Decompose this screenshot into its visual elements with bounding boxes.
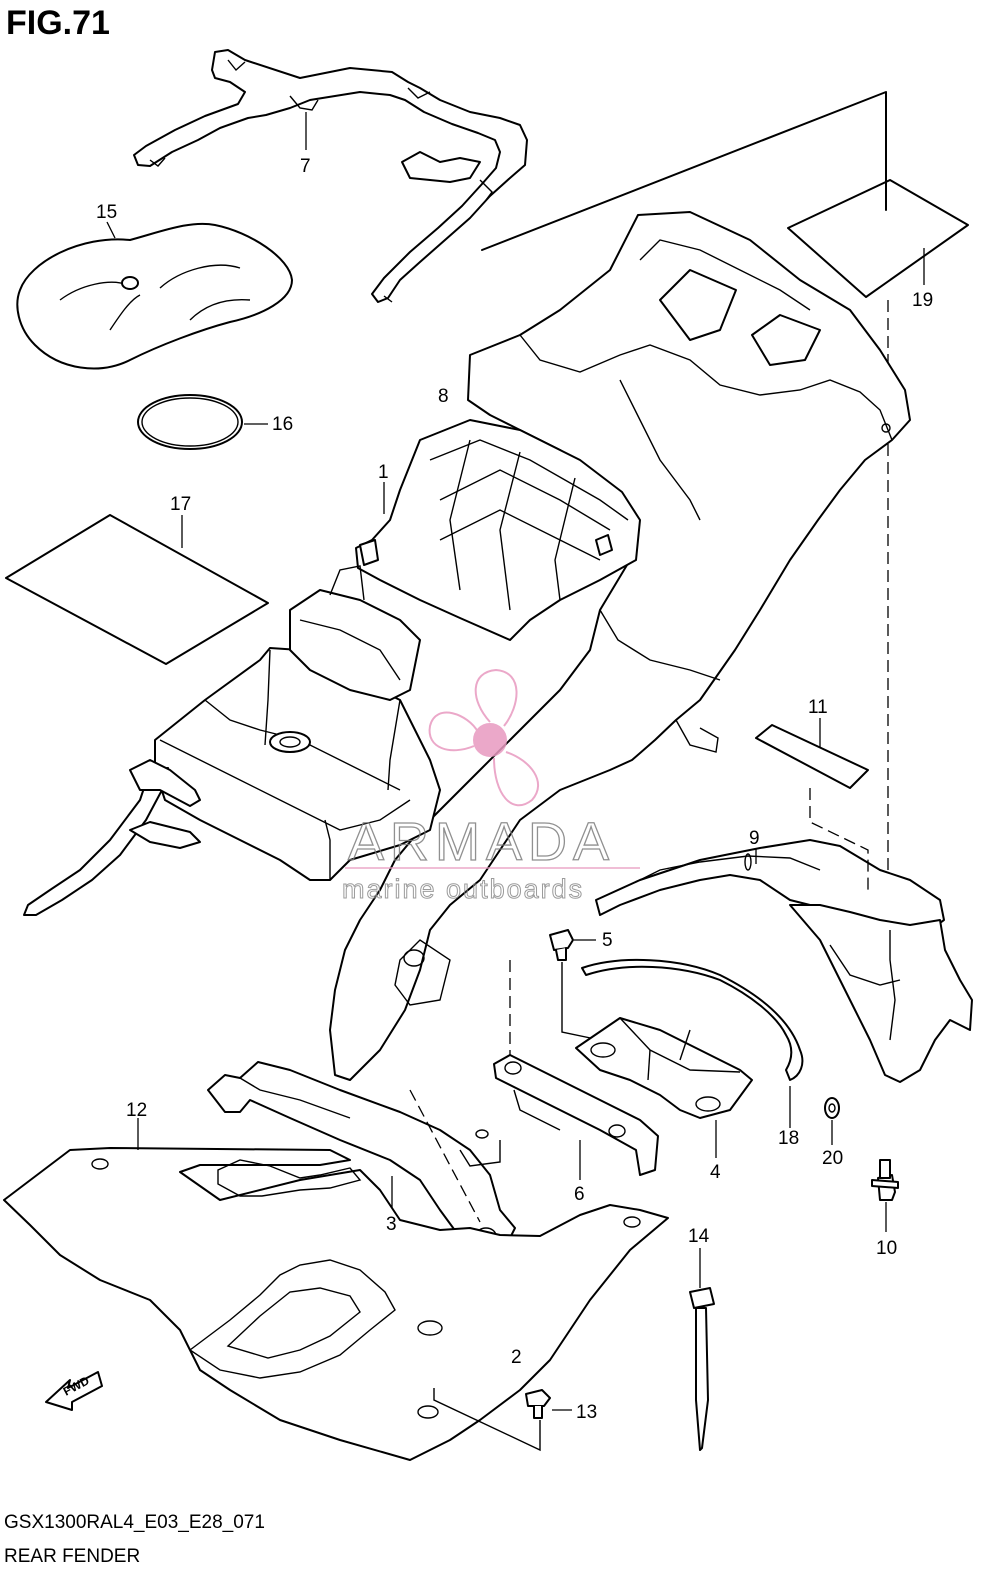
propeller-logo <box>428 668 539 807</box>
armada-watermark: ARMADA marine outboards <box>342 668 640 905</box>
callout-2: 2 <box>511 1347 522 1368</box>
callout-15: 15 <box>96 202 117 223</box>
callout-19: 19 <box>912 290 933 311</box>
part-14-cable-tie[interactable] <box>689 1248 715 1451</box>
callout-18: 18 <box>778 1128 799 1149</box>
watermark-name: ARMADA <box>348 812 615 872</box>
part-19-pad[interactable] <box>787 179 969 298</box>
callout-13: 13 <box>576 1402 597 1423</box>
callout-9: 9 <box>749 828 760 849</box>
part-12-under-cover[interactable] <box>3 1118 669 1461</box>
callout-8: 8 <box>438 386 449 407</box>
callout-20: 20 <box>822 1148 843 1169</box>
figure-name: REAR FENDER <box>4 1546 141 1567</box>
part-4-bracket[interactable] <box>575 1017 753 1158</box>
callout-3: 3 <box>386 1214 397 1235</box>
part-7-grab-rail[interactable] <box>133 49 528 303</box>
part-16-seal-ring[interactable] <box>137 394 268 450</box>
part-20-washer[interactable] <box>824 1097 840 1145</box>
part-9-inner-fender[interactable] <box>595 839 973 1083</box>
part-17-pad[interactable] <box>5 514 269 665</box>
callout-14: 14 <box>688 1226 710 1247</box>
callout-7: 7 <box>300 156 311 177</box>
callout-16: 16 <box>272 414 293 435</box>
figure-title: FIG.71 <box>6 4 110 42</box>
part-15-seat-cowl[interactable] <box>16 221 293 370</box>
callout-17: 17 <box>170 494 191 515</box>
part-1-lower-tray[interactable] <box>154 565 441 881</box>
part-1-left-stay[interactable] <box>23 759 201 916</box>
part-10-bolt[interactable] <box>871 1159 899 1232</box>
part-1-battery-box[interactable] <box>355 419 641 641</box>
part-11-sheet[interactable] <box>755 718 869 890</box>
part-1-rear-fender[interactable] <box>329 211 911 1081</box>
callout-5: 5 <box>602 930 613 951</box>
part-18-strip[interactable] <box>581 958 804 1128</box>
callout-6: 6 <box>574 1184 585 1205</box>
fwd-direction-arrow: FWD <box>45 1371 103 1411</box>
callout-1: 1 <box>378 462 389 483</box>
callout-12: 12 <box>126 1100 147 1121</box>
part-6-bracket[interactable] <box>493 960 659 1180</box>
part-5-clip[interactable] <box>549 929 601 1041</box>
callout-10: 10 <box>876 1238 897 1259</box>
figure-code: GSX1300RAL4_E03_E28_071 <box>4 1512 265 1533</box>
watermark-subtitle: marine outboards <box>342 874 584 904</box>
callout-4: 4 <box>710 1162 721 1183</box>
part-13-rivet[interactable] <box>433 1388 572 1452</box>
callout-labels: 1 2 3 4 5 6 7 8 9 10 11 12 13 14 15 16 1… <box>96 156 933 1423</box>
callout-11: 11 <box>808 697 828 718</box>
